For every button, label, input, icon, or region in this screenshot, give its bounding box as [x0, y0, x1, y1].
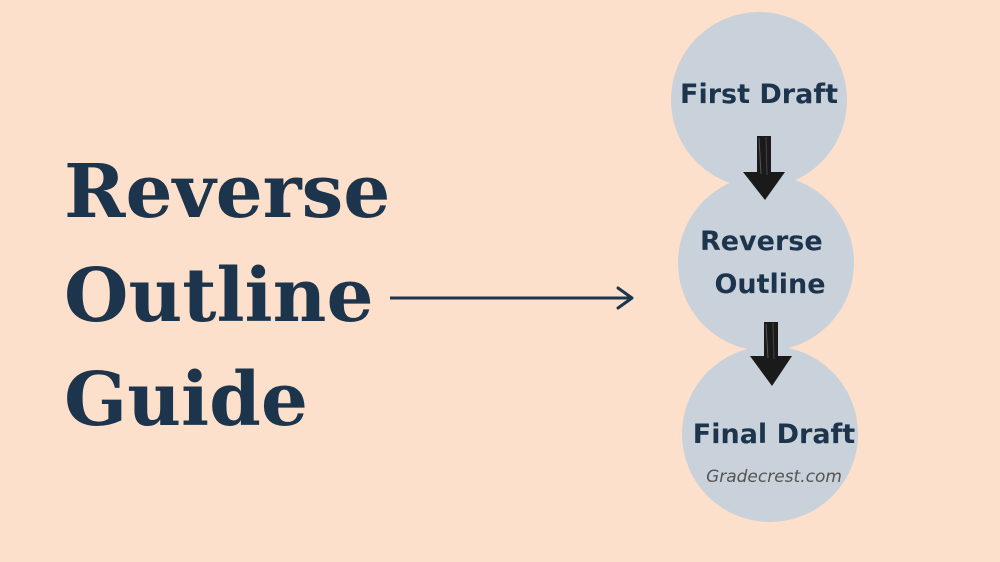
node-label-reverse-outline: Reverse Outline	[700, 226, 832, 300]
title-line-1: Reverse	[64, 149, 391, 235]
node-circle-reverse-outline	[678, 175, 854, 351]
node-circle-final-draft	[682, 346, 858, 522]
watermark: Gradecrest.com	[706, 467, 842, 487]
title-line-3: Guide	[64, 357, 308, 443]
connector-arrow-icon	[390, 286, 634, 310]
page-title: Reverse Outline Guide	[64, 140, 424, 452]
down-arrow-icon	[750, 322, 792, 386]
title-line-2: Outline	[64, 253, 374, 339]
node-label-final-draft: Final Draft	[693, 419, 855, 450]
node-label-first-draft: First Draft	[680, 79, 838, 110]
down-arrow-icon	[743, 136, 785, 200]
node-circle-first-draft	[671, 12, 847, 188]
